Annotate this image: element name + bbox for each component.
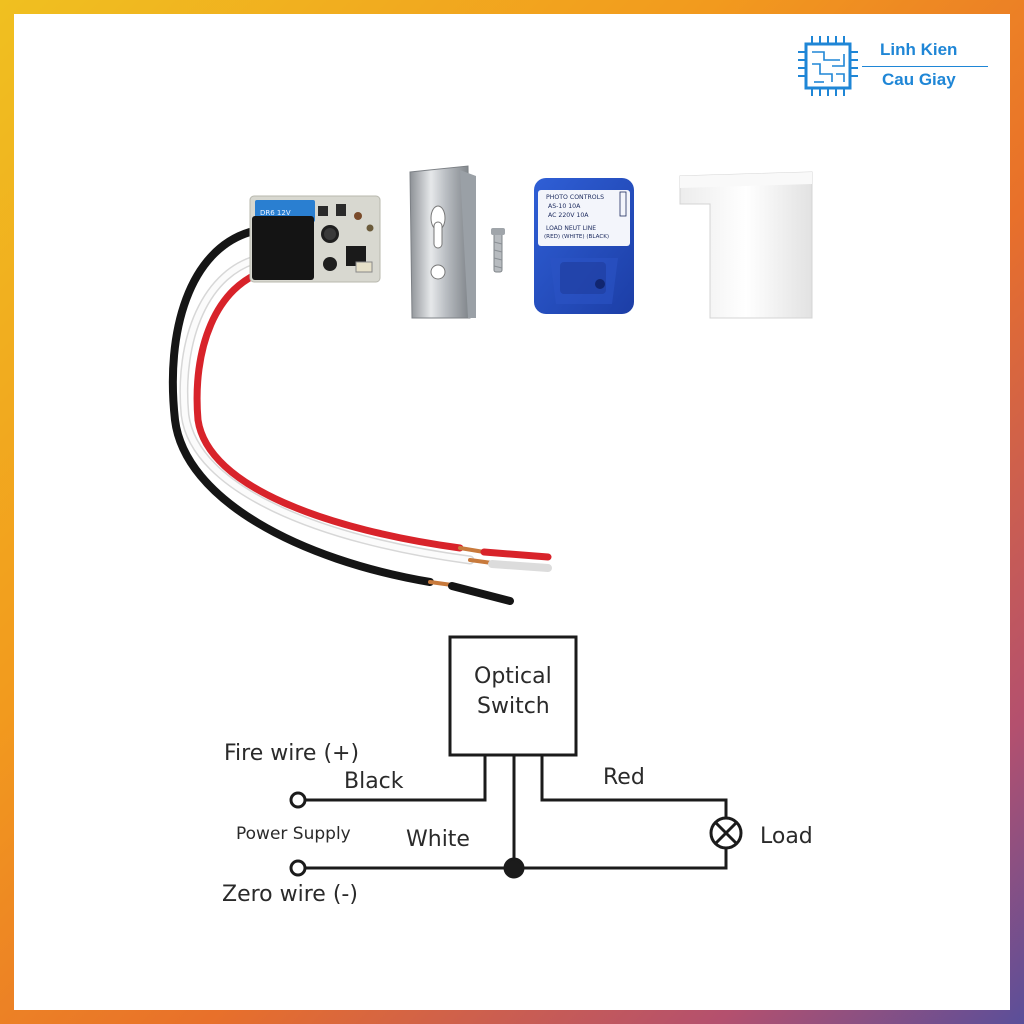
chip-icon xyxy=(798,36,858,96)
brand-divider xyxy=(862,66,988,67)
product-panel xyxy=(14,14,1010,1010)
fire-wire-label: Fire wire (+) xyxy=(224,741,360,766)
junction-dot xyxy=(503,857,525,879)
switch-label-line1: Optical xyxy=(474,664,552,689)
red-wire xyxy=(193,266,464,552)
circuit-board: DR6 12V xyxy=(249,195,381,283)
power-supply-label: Power Supply xyxy=(236,824,351,844)
zero-wire-label: Zero wire (-) xyxy=(222,882,358,907)
zero-wire-terminal xyxy=(289,859,307,877)
wiring-diagram xyxy=(289,635,743,879)
red-line xyxy=(540,755,728,818)
zero-line xyxy=(298,848,728,870)
black-wire xyxy=(168,228,434,586)
red-wire-label: Red xyxy=(603,765,645,790)
brand-name-line1: Linh Kien xyxy=(880,40,958,59)
brand-logo: Linh Kien Cau Giay xyxy=(796,34,996,100)
fire-wire-terminal xyxy=(289,791,307,809)
sensor-label-plate xyxy=(538,190,630,246)
sensor-label-model: AS-10 10A xyxy=(548,203,581,210)
white-cover xyxy=(679,171,813,319)
red-wire-tip xyxy=(480,548,552,561)
black-wire-tip xyxy=(448,582,514,605)
svg-text:DR6 12V: DR6 12V xyxy=(260,209,291,217)
black-line xyxy=(298,755,487,802)
red-wire-stripped xyxy=(458,546,486,554)
black-wire-label: Black xyxy=(344,769,404,794)
switch-label-line2: Switch xyxy=(477,694,550,719)
white-wire-core xyxy=(181,255,473,563)
relay xyxy=(252,216,314,280)
metal-bracket xyxy=(409,165,476,319)
sensor-label-title: PHOTO CONTROLS xyxy=(546,194,604,201)
brand-name-line2: Cau Giay xyxy=(882,70,956,89)
load-label: Load xyxy=(760,824,813,849)
wire-bundle xyxy=(168,228,552,605)
sensor-label-terminals: LOAD NEUT LINE xyxy=(546,225,596,232)
white-wire-tip xyxy=(488,560,552,572)
sensor-label-wire-colors: (RED) (WHITE) (BLACK) xyxy=(544,234,609,240)
arrow-up-icon xyxy=(619,191,627,217)
screw xyxy=(491,228,505,273)
sensor-label-rating: AC 220V 10A xyxy=(548,212,589,219)
photo-control-sensor: PHOTO CONTROLS AS-10 10A AC 220V 10A LOA… xyxy=(534,178,634,314)
white-wire-label: White xyxy=(406,827,470,852)
